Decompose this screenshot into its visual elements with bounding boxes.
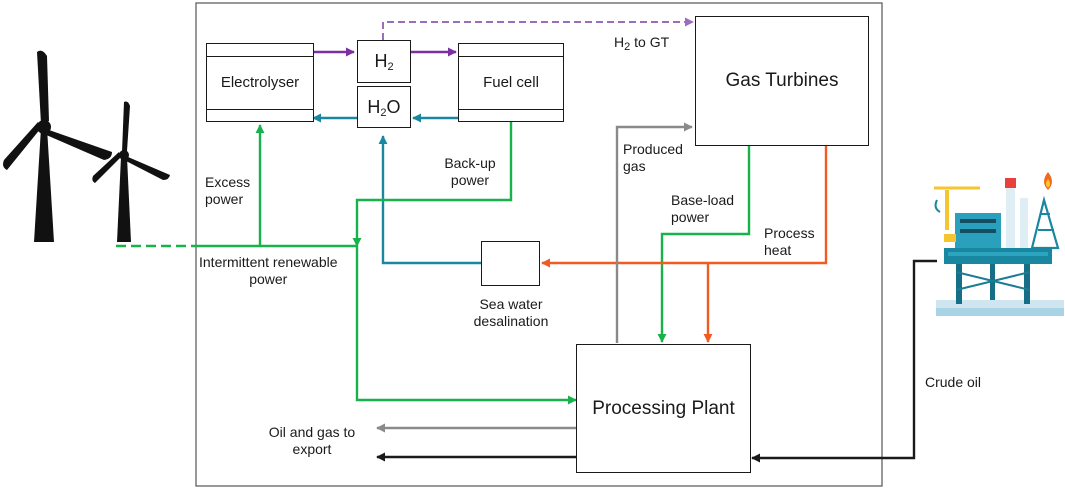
base-load-power-label: Base-load power — [671, 192, 735, 225]
gas-turbines-label: Gas Turbines — [725, 70, 839, 91]
heat-to-desalination-arrow — [541, 146, 828, 268]
h2-to-gt-label: H2 to GT — [614, 34, 670, 53]
h2o-box: H2O — [357, 86, 411, 128]
electrolyser-box: Electrolyser — [206, 43, 314, 122]
process-heat-label: Process heat — [764, 225, 815, 258]
backup-power-label: Back-up power — [444, 155, 496, 188]
desalination-box — [481, 241, 540, 286]
h2o-label: H2O — [367, 96, 401, 119]
fuel-cell-box: Fuel cell — [458, 43, 564, 122]
water-flow-arrow — [378, 135, 481, 265]
h2-label: H2 — [374, 51, 394, 73]
wind-turbine-icon — [3, 50, 170, 242]
produced-gas-label: Produced gas — [623, 141, 683, 174]
gas-turbines-box: Gas Turbines — [695, 16, 869, 146]
crude-oil-arrow — [751, 259, 937, 463]
h2-box: H2 — [357, 40, 411, 83]
intermittent-power-label: Intermittent renewable power — [199, 254, 338, 287]
backup-power-arrow — [352, 122, 513, 247]
fuel-cell-label: Fuel cell — [483, 74, 539, 91]
renewable-to-plant-arrow — [355, 246, 577, 405]
produced-gas-arrow — [615, 122, 693, 343]
electrolyser-label: Electrolyser — [220, 74, 300, 91]
processing-plant-label: Processing Plant — [592, 397, 735, 419]
system-boundary — [195, 2, 883, 487]
processing-plant-box: Processing Plant — [576, 344, 751, 473]
h2-to-gt-arrow — [382, 17, 694, 40]
excess-power-label: Excess power — [205, 174, 251, 207]
desalination-label: Sea water desalination — [473, 296, 549, 329]
offshore-platform-icon — [934, 172, 1064, 316]
base-load-power-arrow — [657, 146, 751, 343]
oil-gas-export-label: Oil and gas to export — [268, 424, 356, 457]
crude-oil-label: Crude oil — [925, 374, 982, 390]
